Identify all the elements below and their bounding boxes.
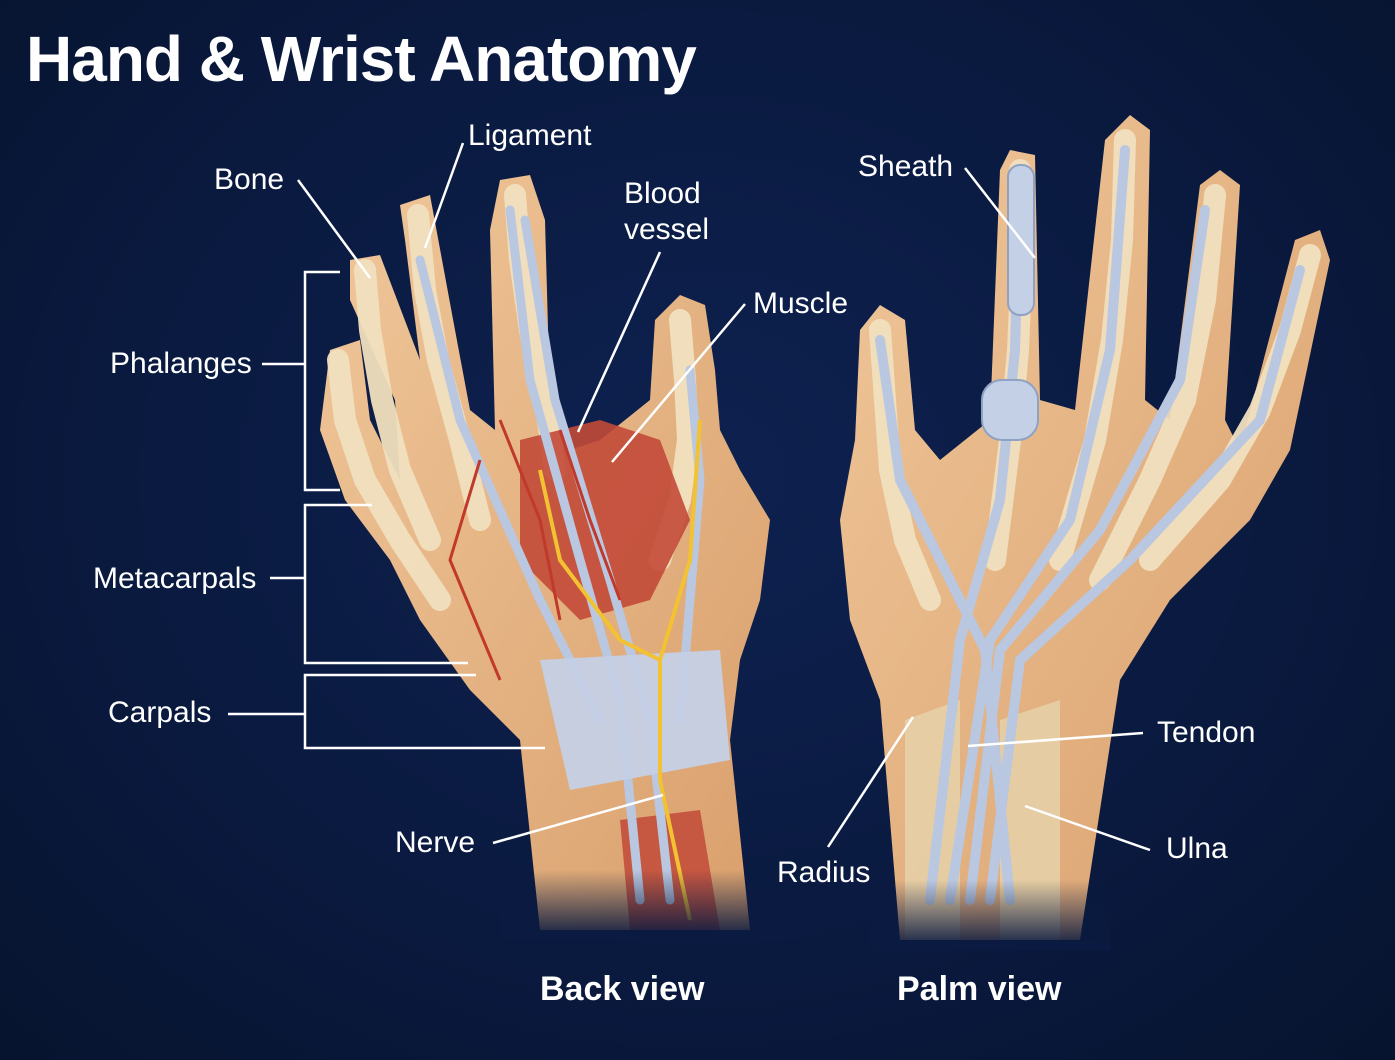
tendon-leader [967,731,1144,748]
sheath-leader [964,167,1036,259]
radius-leader [826,716,915,848]
palm-view-caption: Palm view [897,970,1062,1008]
metacarpals-bracket [303,503,468,665]
muscle-leader [611,303,746,463]
back-muscle [520,420,690,620]
back-blood-vessels [448,419,622,681]
nerve-label: Nerve [395,826,476,859]
blood-vessel-label-line1: Blood [624,177,701,210]
back-view-caption: Back view [540,970,705,1008]
ligament-label: Ligament [468,119,592,152]
back-nerve [538,419,702,921]
page-title: Hand & Wrist Anatomy [26,23,697,95]
ulna-label: Ulna [1166,832,1228,865]
phalanges-label: Phalanges [110,347,252,380]
bone-leader [296,179,372,279]
wrist-retinaculum [540,650,730,790]
carpals-label: Carpals [108,696,212,729]
phalanges-bracket [303,270,340,492]
tendon-label: Tendon [1157,716,1256,749]
sheath-label: Sheath [858,150,954,183]
palm-view-hand [840,115,1330,950]
carpals-bracket [303,673,545,750]
muscle-label: Muscle [753,287,849,320]
bone-label: Bone [214,163,285,196]
metacarpals-label: Metacarpals [93,562,257,595]
blood-vessel-leader [576,251,662,433]
tendon-sheath [981,164,1039,441]
radius-label: Radius [777,856,871,889]
ulna-leader [1024,804,1151,852]
blood-vessel-label-line2: vessel [624,213,710,246]
ligament-leader [423,142,465,249]
back-view-hand [320,175,800,940]
leader-lines [228,142,1151,852]
nerve-leader [492,793,664,845]
